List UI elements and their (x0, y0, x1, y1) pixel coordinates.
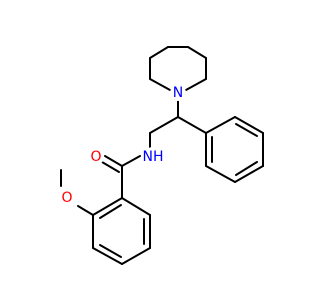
bond-carbonyl-o-2 (101, 161, 120, 173)
bond-ph-inner-1 (235, 123, 258, 137)
bond-ch-phenyl (177, 116, 207, 134)
bond-pip-7 (149, 78, 171, 91)
bond-bz-1 (121, 197, 151, 216)
atom-n-amide: NH (143, 147, 164, 167)
atom-o-carbonyl: O (88, 149, 104, 165)
bond-ph-5 (205, 165, 236, 183)
bond-ph-2 (234, 116, 264, 134)
atom-o-methoxy: O (59, 190, 75, 206)
bond-bz-3 (121, 247, 151, 265)
bond-bz-4 (92, 247, 123, 265)
atom-label: O (61, 190, 72, 206)
bond-ch-ch2 (149, 116, 179, 134)
atom-label: O (90, 149, 101, 165)
bond-pip-2 (149, 46, 169, 59)
bond-pip-6 (185, 78, 207, 91)
bond-carbonyl-o-1 (104, 155, 123, 167)
bond-ph-4 (234, 165, 264, 183)
atom-label: N (173, 85, 183, 101)
bond-ring-methoxy (77, 205, 94, 216)
bond-ph-1 (205, 116, 236, 134)
bond-bz-inner-3 (99, 204, 122, 219)
bonds (60, 46, 264, 265)
bond-pip-4 (187, 46, 207, 59)
bond-bz-inner-2 (99, 244, 122, 258)
bond-ph-inner-2 (235, 161, 258, 176)
molecule-structure: O NH N O (59, 46, 264, 265)
atom-label: NH (143, 149, 164, 165)
atom-n-piperidine: N (170, 85, 186, 101)
bond-bz-6 (92, 197, 123, 216)
atom-labels: O NH N O (59, 85, 186, 206)
bond-nh-carbonyl (121, 155, 141, 167)
